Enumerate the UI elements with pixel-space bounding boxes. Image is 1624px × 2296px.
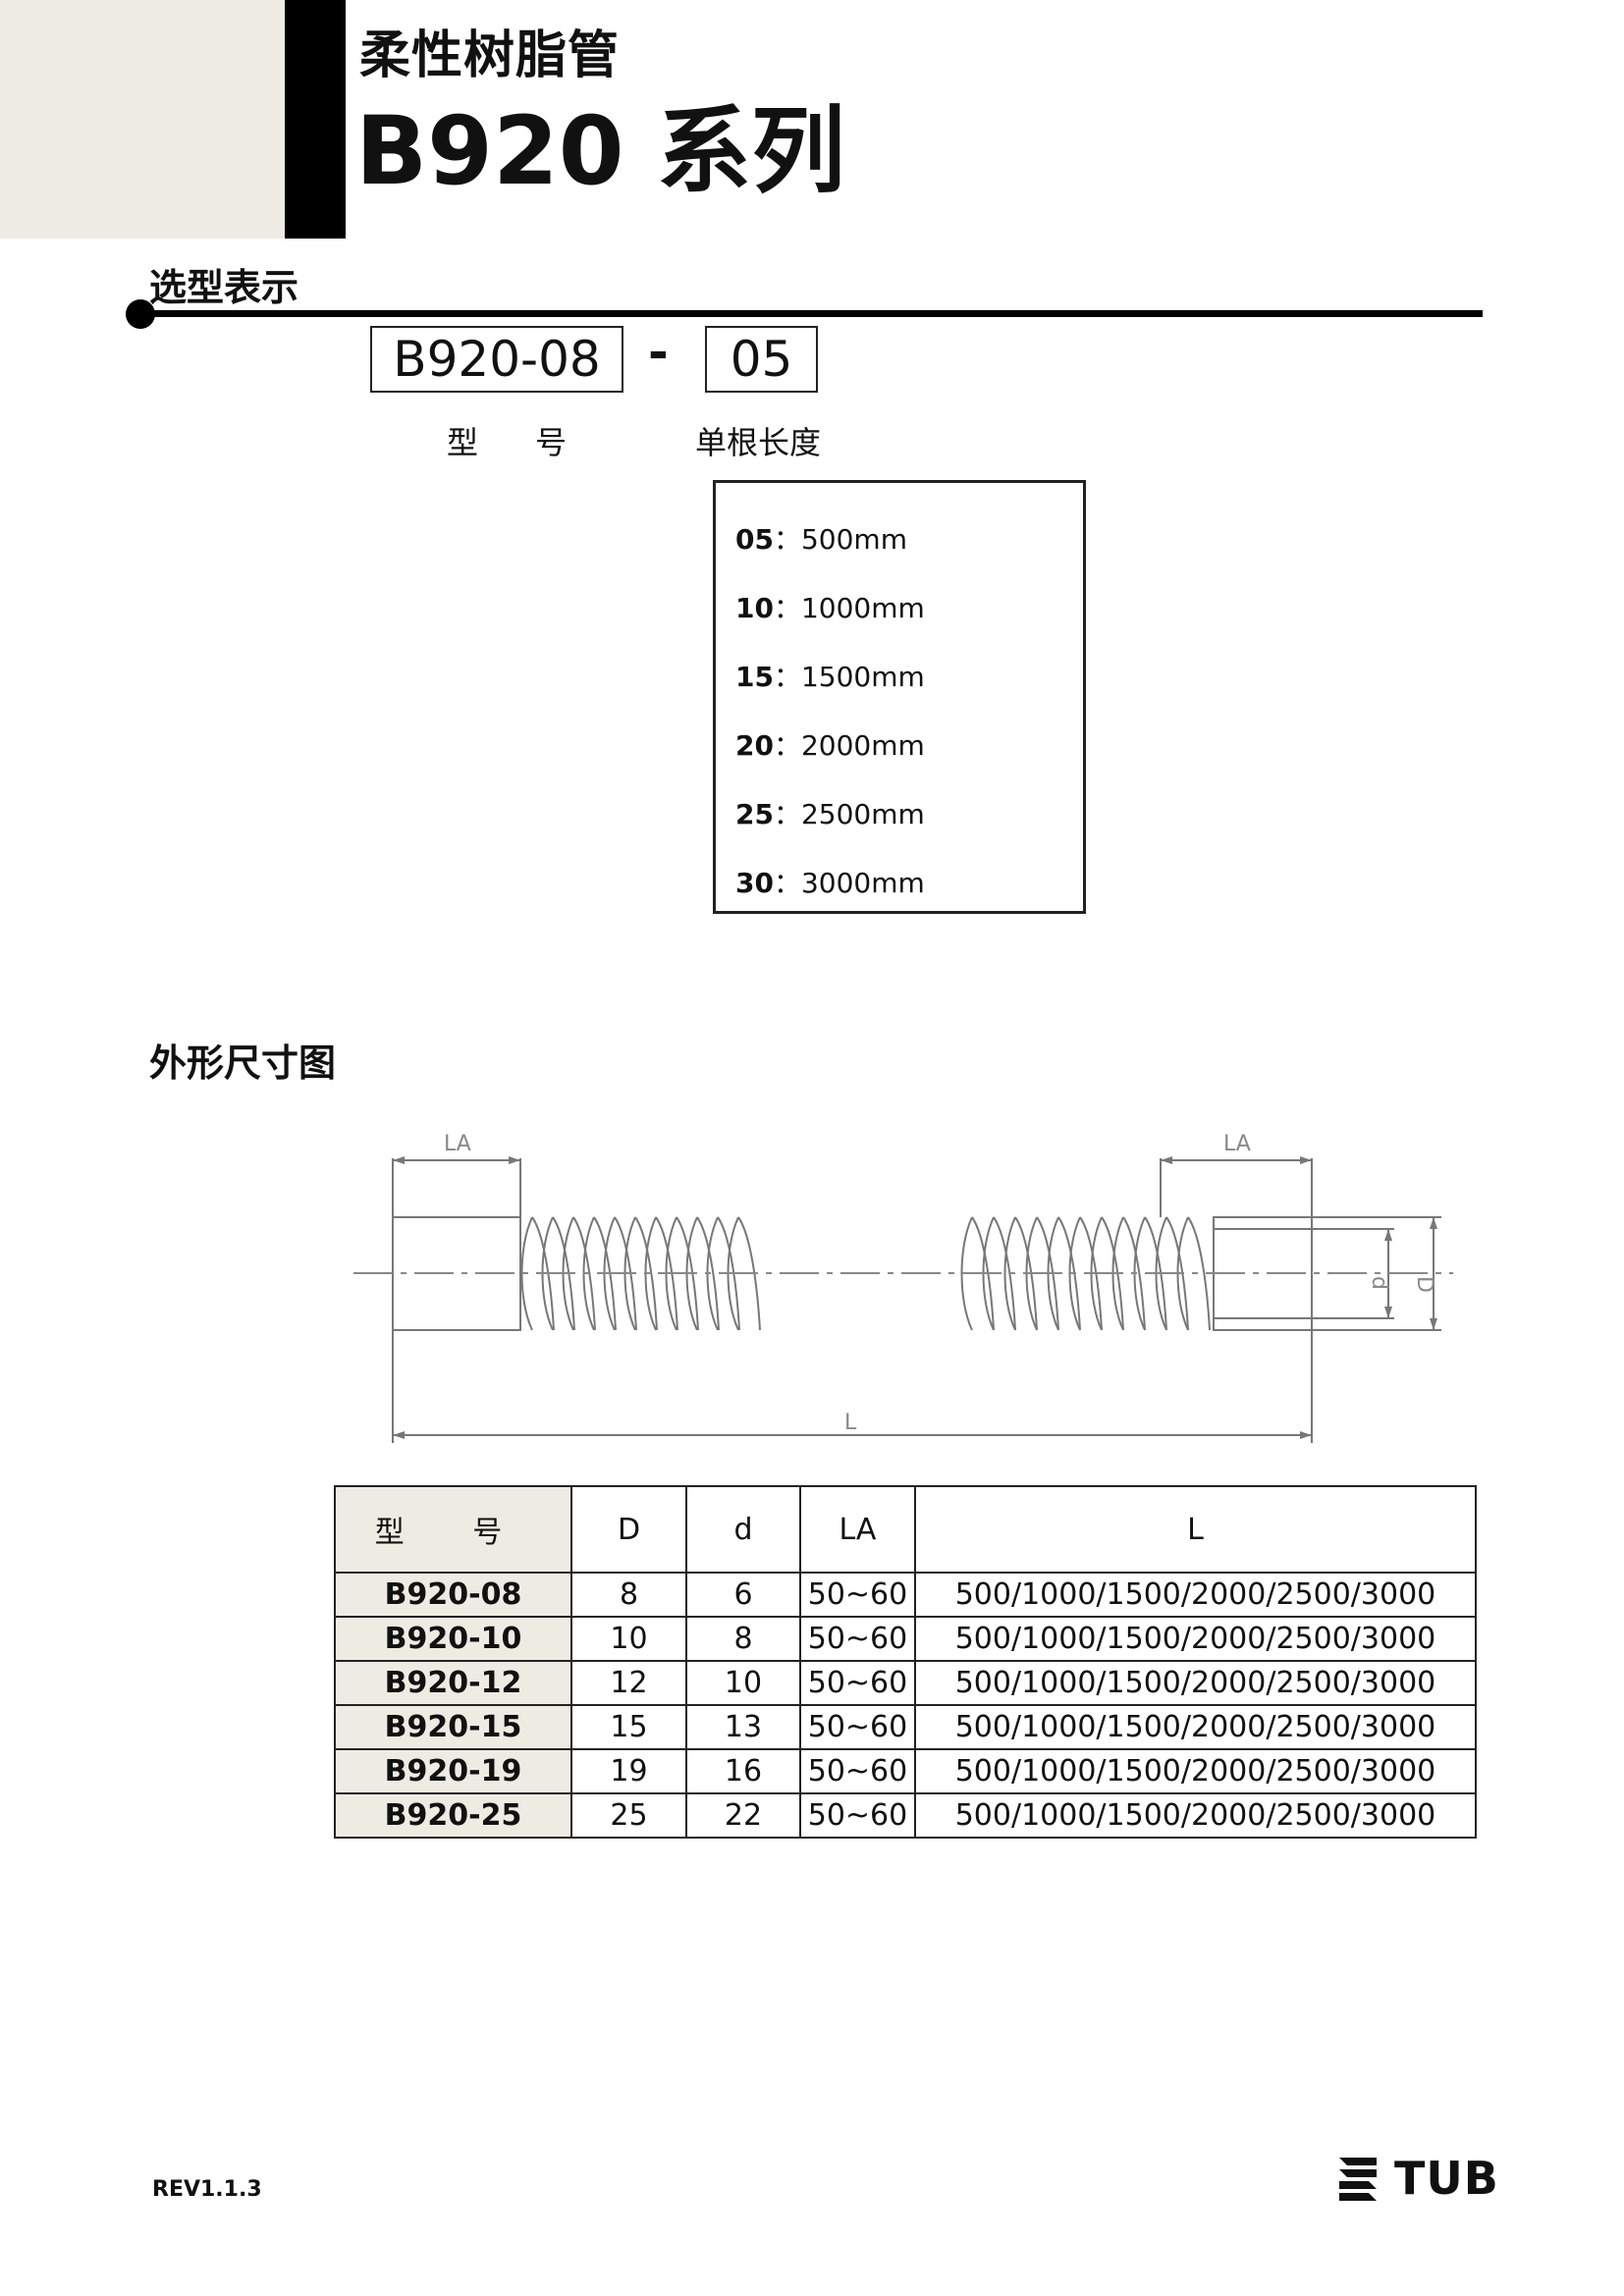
option-code: 05: [735, 523, 774, 556]
length-option: 25：2500mm: [735, 798, 925, 830]
hose-coil: [520, 1216, 555, 1331]
page-subtitle: 柔性树脂管: [359, 27, 621, 85]
la-right-label: LA: [1223, 1132, 1251, 1156]
row-inner-diameter: 6: [685, 1572, 801, 1618]
d-inner-label: d: [1367, 1276, 1391, 1290]
row-la: 50~60: [799, 1748, 916, 1794]
row-outer-diameter: 8: [570, 1572, 687, 1618]
option-value: 3000mm: [800, 867, 925, 899]
header-black-bar: [285, 0, 346, 239]
header-inner-diameter: d: [685, 1485, 801, 1574]
row-length: 500/1000/1500/2000/2500/3000: [914, 1616, 1477, 1662]
header-la: LA: [799, 1485, 916, 1574]
brand-name: TUB: [1394, 2152, 1499, 2205]
option-value: 1000mm: [800, 592, 925, 624]
d-outer-label: D: [1412, 1276, 1436, 1293]
row-model: B920-15: [334, 1704, 572, 1750]
row-length: 500/1000/1500/2000/2500/3000: [914, 1792, 1477, 1839]
row-outer-diameter: 25: [570, 1792, 687, 1839]
tub-logo-icon: [1339, 2158, 1377, 2201]
row-la: 50~60: [799, 1616, 916, 1662]
row-inner-diameter: 10: [685, 1660, 801, 1706]
option-value: 1500mm: [800, 661, 925, 693]
row-model: B920-10: [334, 1616, 572, 1662]
hose-dimension-drawing: LA LA L d D: [353, 1132, 1453, 1443]
option-code: 10: [735, 592, 774, 624]
row-inner-diameter: 22: [685, 1792, 801, 1839]
l-label: L: [844, 1411, 857, 1435]
length-option: 10：1000mm: [735, 592, 925, 624]
length-option: 30：3000mm: [735, 867, 925, 899]
model-caption: 型 号: [447, 424, 591, 461]
table-header-row: 型 号 D d LA L: [334, 1485, 1477, 1574]
row-outer-diameter: 10: [570, 1616, 687, 1662]
row-model: B920-08: [334, 1572, 572, 1618]
row-length: 500/1000/1500/2000/2500/3000: [914, 1660, 1477, 1706]
option-value: 2500mm: [800, 798, 925, 830]
row-model: B920-12: [334, 1660, 572, 1706]
row-la: 50~60: [799, 1660, 916, 1706]
header-model: 型 号: [334, 1485, 572, 1574]
row-length: 500/1000/1500/2000/2500/3000: [914, 1572, 1477, 1618]
page-title: B920 系列: [355, 96, 845, 206]
row-length: 500/1000/1500/2000/2500/3000: [914, 1704, 1477, 1750]
row-outer-diameter: 12: [570, 1660, 687, 1706]
length-caption: 单根长度: [695, 424, 822, 461]
row-la: 50~60: [799, 1704, 916, 1750]
length-option: 20：2000mm: [735, 729, 925, 762]
hose-coil: [1068, 1216, 1103, 1331]
row-inner-diameter: 13: [685, 1704, 801, 1750]
header-length: L: [914, 1485, 1477, 1574]
hose-coil: [1003, 1216, 1038, 1331]
length-options-box: 05：500mm 10：1000mm 15：1500mm 20：2000mm 2…: [713, 480, 1086, 914]
selection-section-label: 选型表示: [149, 266, 299, 309]
row-outer-diameter: 15: [570, 1704, 687, 1750]
row-inner-diameter: 8: [685, 1616, 801, 1662]
row-model: B920-19: [334, 1748, 572, 1794]
option-code: 30: [735, 867, 774, 899]
header-corner-block: [0, 0, 285, 239]
revision-label: REV1.1.3: [152, 2177, 262, 2202]
section-bullet: [126, 299, 155, 329]
option-value: 500mm: [800, 523, 907, 556]
length-option: 15：1500mm: [735, 661, 925, 693]
row-inner-diameter: 16: [685, 1748, 801, 1794]
header-outer-diameter: D: [570, 1485, 687, 1574]
row-outer-diameter: 19: [570, 1748, 687, 1794]
code-separator: -: [648, 324, 669, 381]
row-la: 50~60: [799, 1792, 916, 1839]
row-la: 50~60: [799, 1572, 916, 1618]
option-value: 2000mm: [800, 729, 925, 762]
option-code: 20: [735, 729, 774, 762]
row-length: 500/1000/1500/2000/2500/3000: [914, 1748, 1477, 1794]
model-code-box: B920-08: [370, 326, 623, 393]
hose-coil: [960, 1216, 995, 1331]
length-code-box: 05: [705, 326, 818, 393]
dimension-section-label: 外形尺寸图: [149, 1041, 337, 1085]
row-model: B920-25: [334, 1792, 572, 1839]
la-left-label: LA: [444, 1132, 471, 1156]
option-code: 15: [735, 661, 774, 693]
section-divider: [137, 310, 1483, 317]
length-option: 05：500mm: [735, 523, 907, 556]
option-code: 25: [735, 798, 774, 830]
